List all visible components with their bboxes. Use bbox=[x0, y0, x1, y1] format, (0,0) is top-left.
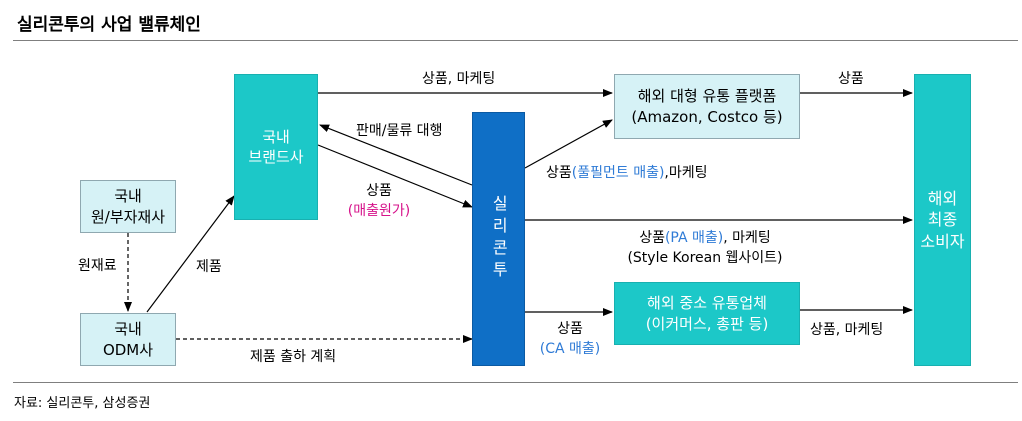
title-divider bbox=[13, 40, 1018, 41]
arrow-odm-to-brand bbox=[146, 195, 235, 313]
consumer-line3: 소비자 bbox=[920, 231, 965, 251]
silicon2-box: 실리콘투 bbox=[472, 112, 525, 366]
label-fulfillment-suffix: ,마케팅 bbox=[664, 165, 708, 181]
footer-divider bbox=[13, 382, 1018, 383]
label-pa-prefix: 상품 bbox=[639, 230, 665, 246]
label-sales-logistics: 판매/물류 대행 bbox=[356, 123, 443, 139]
label-finished-product: 제품 bbox=[196, 259, 222, 275]
source-note: 자료: 실리콘투, 삼성증권 bbox=[14, 396, 151, 411]
label-product-word: 상품 bbox=[366, 183, 392, 199]
overseas-platform-line2: (Amazon, Costco 등) bbox=[631, 107, 783, 126]
arrow-silicon2-to-brand bbox=[319, 124, 473, 186]
raw-supplier-box: 국내 원/부자재사 bbox=[80, 180, 176, 233]
arrow-brand-to-silicon2 bbox=[317, 144, 473, 208]
odm-line2: ODM사 bbox=[102, 340, 154, 359]
label-ca-sales: (CA 매출) bbox=[539, 341, 601, 357]
label-pa-suffix: , 마케팅 bbox=[723, 230, 771, 246]
label-sme-to-consumer: 상품, 마케팅 bbox=[810, 322, 884, 338]
odm-line1: 국내 bbox=[114, 320, 142, 339]
consumer-box: 해외 최종 소비자 bbox=[914, 74, 971, 366]
label-raw-material: 원재료 bbox=[78, 258, 117, 274]
label-pa-sales: (PA 매출) bbox=[664, 230, 724, 246]
label-pa: 상품(PA 매출), 마케팅 (Style Korean 웹사이트) bbox=[600, 227, 810, 267]
raw-supplier-line1: 국내 bbox=[114, 187, 142, 206]
label-fulfillment-sales: (풀필먼트 매출) bbox=[571, 165, 665, 181]
overseas-sme-line2: (이커머스, 총판 등) bbox=[645, 314, 769, 333]
domestic-brand-line2: 브랜드사 bbox=[248, 148, 304, 166]
consumer-line1: 해외 bbox=[927, 188, 958, 208]
overseas-sme-box: 해외 중소 유통업체 (이커머스, 총판 등) bbox=[614, 282, 800, 345]
label-ca-product: 상품 bbox=[557, 321, 583, 337]
consumer-line2: 최종 bbox=[927, 210, 958, 230]
label-ca: 상품 (CA 매출) bbox=[528, 318, 612, 358]
silicon2-label: 실리콘투 bbox=[489, 195, 509, 283]
odm-box: 국내 ODM사 bbox=[80, 313, 176, 366]
page-title: 실리콘투의 사업 밸류체인 bbox=[17, 15, 201, 35]
label-top-product-marketing: 상품, 마케팅 bbox=[422, 71, 496, 87]
overseas-platform-box: 해외 대형 유통 플랫폼 (Amazon, Costco 등) bbox=[614, 74, 800, 139]
label-wholesale-price: (매출원가) bbox=[347, 203, 411, 219]
domestic-brand-box: 국내 브랜드사 bbox=[234, 74, 318, 220]
label-fulfillment-prefix: 상품 bbox=[546, 165, 572, 181]
overseas-platform-line1: 해외 대형 유통 플랫폼 bbox=[637, 87, 777, 106]
label-style-korean: (Style Korean 웹사이트) bbox=[627, 250, 783, 266]
label-platform-to-consumer: 상품 bbox=[838, 71, 864, 87]
label-brand-to-silicon2: 상품 (매출원가) bbox=[334, 180, 424, 220]
overseas-sme-line1: 해외 중소 유통업체 bbox=[647, 294, 767, 313]
raw-supplier-line2: 원/부자재사 bbox=[90, 207, 166, 226]
domestic-brand-line1: 국내 bbox=[262, 127, 290, 146]
arrow-silicon2-to-platform bbox=[524, 119, 613, 169]
label-shipment-plan: 제품 출하 계획 bbox=[250, 349, 337, 365]
label-fulfillment: 상품(풀필먼트 매출),마케팅 bbox=[546, 162, 708, 182]
